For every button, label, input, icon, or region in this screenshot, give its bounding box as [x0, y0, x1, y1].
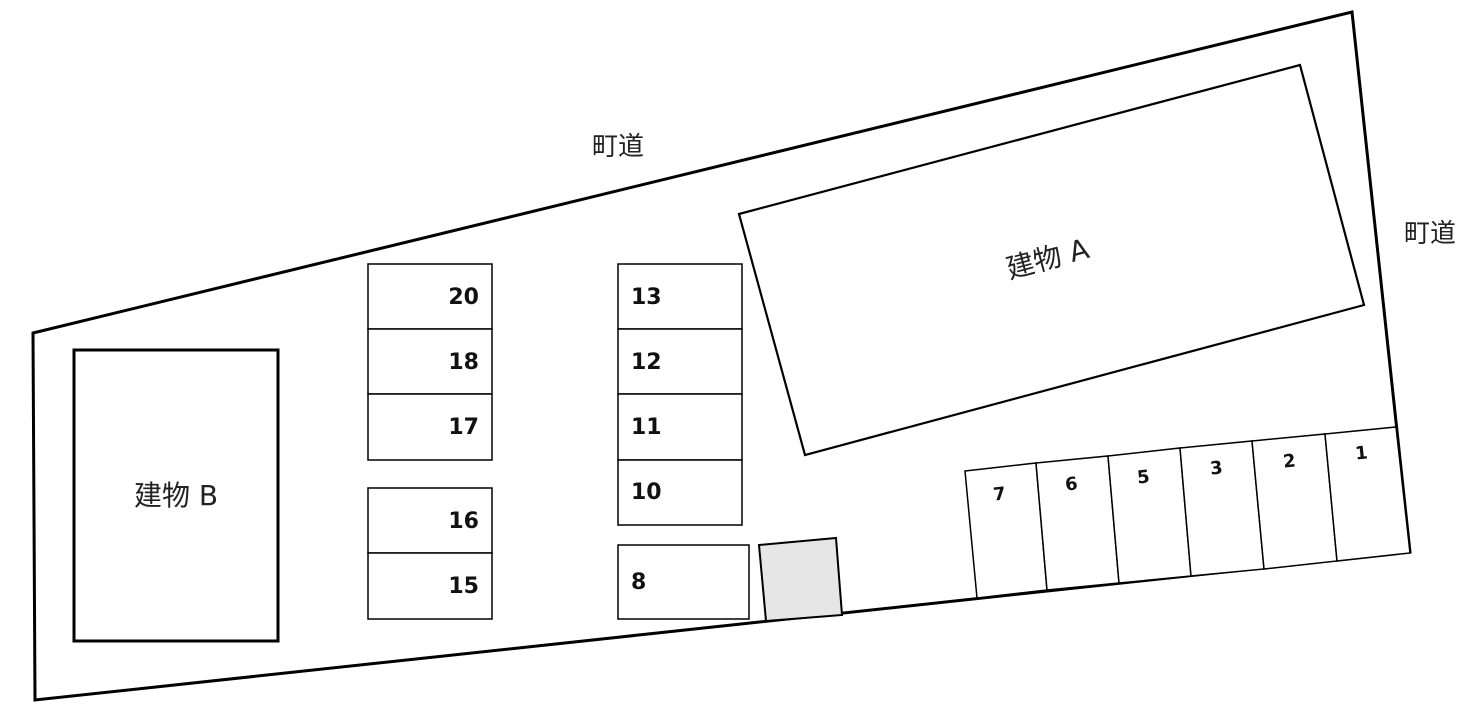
parking-number-5: 5 — [1136, 466, 1151, 488]
parking-space-10 — [617, 459, 743, 526]
shaded-area — [757, 536, 844, 623]
parking-space-18 — [367, 328, 493, 395]
parking-number-12: 12 — [631, 350, 662, 375]
parking-number-1: 1 — [1354, 442, 1369, 464]
building-b: 建物 B — [72, 348, 280, 643]
parking-middle-column: 13 12 11 10 8 — [617, 263, 750, 620]
parking-number-15: 15 — [448, 574, 479, 599]
building-a: 建物 A — [737, 63, 1366, 457]
building-b-label: 建物 B — [134, 479, 218, 512]
parking-number-18: 18 — [448, 350, 479, 375]
parking-space-3 — [1179, 440, 1265, 577]
parking-space-15 — [367, 552, 493, 620]
parking-space-1 — [1324, 426, 1411, 562]
parking-bottom-row: 7 6 5 3 2 1 — [964, 426, 1411, 599]
parking-space-7 — [964, 462, 1048, 599]
parking-space-20 — [367, 263, 493, 330]
parking-number-11: 11 — [631, 415, 662, 440]
parking-number-3: 3 — [1209, 457, 1224, 479]
parking-space-6 — [1035, 455, 1120, 591]
parking-space-5 — [1107, 447, 1192, 584]
parking-space-16 — [367, 487, 493, 554]
parking-number-6: 6 — [1064, 473, 1079, 495]
parking-number-7: 7 — [992, 483, 1007, 505]
parking-number-10: 10 — [631, 480, 662, 505]
building-a-outline — [737, 63, 1366, 457]
parking-number-13: 13 — [631, 285, 662, 310]
building-b-outline — [72, 348, 280, 643]
parking-space-12 — [617, 328, 743, 395]
parking-space-17 — [367, 393, 493, 461]
road-label-top: 町道 — [592, 132, 644, 162]
parking-left-column: 20 18 17 16 15 — [367, 263, 493, 620]
parking-number-20: 20 — [448, 285, 479, 310]
parking-number-17: 17 — [448, 415, 479, 440]
road-label-right: 町道 — [1404, 219, 1456, 249]
parking-number-16: 16 — [448, 509, 479, 534]
parking-number-2: 2 — [1282, 450, 1297, 472]
parking-space-13 — [617, 263, 743, 330]
parking-number-8: 8 — [631, 570, 646, 595]
parking-space-8 — [617, 544, 750, 620]
